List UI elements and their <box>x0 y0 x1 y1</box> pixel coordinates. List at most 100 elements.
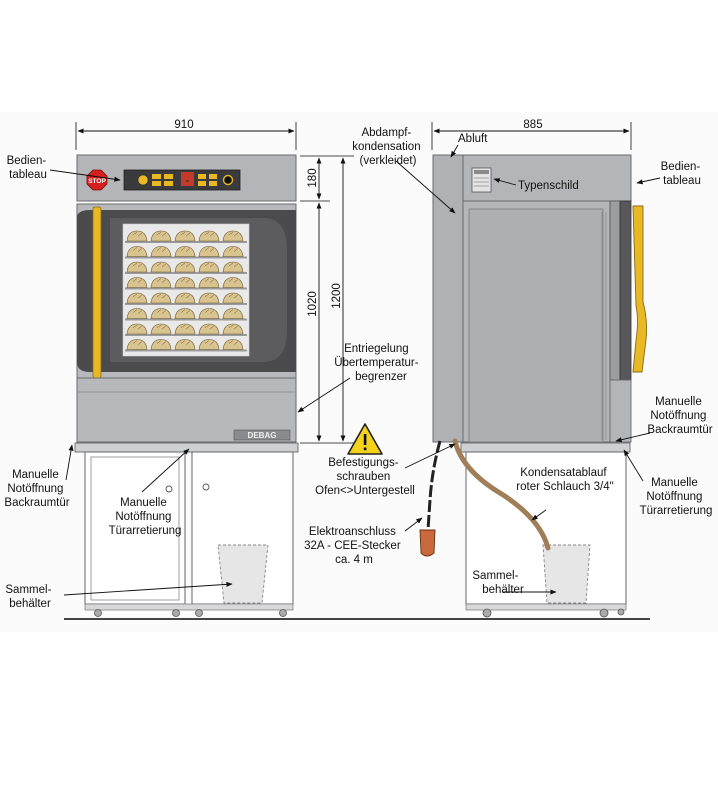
svg-text:STOP: STOP <box>88 178 106 185</box>
front-stand-left-cabinet <box>84 451 186 605</box>
bread-score <box>228 231 239 237</box>
bread-score <box>132 293 143 299</box>
bread-score <box>132 247 143 252</box>
bread-loaf <box>150 230 172 242</box>
bread-loaf <box>222 323 244 335</box>
bread-loaf <box>198 277 220 288</box>
side-view: 885 <box>347 119 648 618</box>
side-door-frame <box>609 200 621 381</box>
bread-loaf <box>150 261 172 273</box>
side-door-handle <box>632 205 648 373</box>
bread-loaf <box>126 261 148 273</box>
bread-loaf <box>198 230 220 242</box>
bread-score <box>156 247 167 252</box>
bread-loaf <box>198 339 220 350</box>
bread-loaf <box>174 277 196 288</box>
bread-score <box>204 231 215 237</box>
panel-display-readout: 88 <box>186 179 190 183</box>
stop-sign-icon: STOP <box>86 169 108 191</box>
baking-tray <box>125 303 247 305</box>
label-notoeffnung-backraum-left: Manuelle Notöffnung Backraumtür <box>4 469 69 509</box>
bread-score <box>180 309 191 314</box>
dim-1020: 1020 <box>307 291 319 317</box>
dimension-front-width: 910 <box>75 119 297 150</box>
dim-910: 910 <box>174 119 193 131</box>
bread-score <box>180 293 191 299</box>
dimension-side-depth: 885 <box>431 119 632 150</box>
bread-loaf <box>126 308 148 319</box>
bread-score <box>228 262 239 268</box>
bread-score <box>180 262 191 268</box>
debag-logo: DEBAG <box>233 429 291 441</box>
dim-180: 180 <box>307 168 319 187</box>
side-rear-cover <box>432 154 464 443</box>
bread-score <box>228 278 239 283</box>
bread-score <box>204 340 215 345</box>
bread-score <box>156 293 167 299</box>
front-stand-top <box>74 442 299 453</box>
front-collection-container <box>217 544 269 604</box>
dim-1200: 1200 <box>331 283 343 309</box>
bread-loaf <box>150 339 172 350</box>
label-abluft: Abluft <box>458 133 488 145</box>
baking-tray <box>125 349 247 352</box>
bread-loaf <box>126 277 148 288</box>
bread-score <box>204 278 215 283</box>
bread-score <box>132 309 143 314</box>
label-typenschild: Typenschild <box>518 180 579 192</box>
bread-score <box>180 324 191 330</box>
baking-tray <box>125 272 247 274</box>
bread-score <box>132 231 143 237</box>
label-bedientableau-right: Bedien- tableau <box>661 161 704 187</box>
bread-score <box>204 293 215 299</box>
bread-loaf <box>222 308 244 319</box>
bread-score <box>204 324 215 330</box>
bread-score <box>156 324 167 330</box>
svg-text:DEBAG: DEBAG <box>248 431 277 440</box>
bread-score <box>204 262 215 268</box>
bread-loaf <box>198 323 220 335</box>
baking-tray <box>125 256 247 259</box>
baking-tray <box>125 241 247 243</box>
dim-885: 885 <box>523 119 542 131</box>
bread-score <box>132 278 143 283</box>
condensate-hose <box>452 438 551 551</box>
bread-loaf <box>174 261 196 273</box>
bread-score <box>156 262 167 268</box>
type-plate <box>471 167 492 193</box>
bread-loaf <box>222 339 244 350</box>
bread-score <box>132 324 143 330</box>
side-lower-panel <box>609 379 632 443</box>
label-notoeffnung-tuer-right: Manuelle Notöffnung Türarretierung <box>640 477 713 517</box>
bread-loaf <box>174 246 196 257</box>
leader-lines <box>49 144 661 596</box>
bread-loaf <box>150 246 172 257</box>
oven-chamber <box>122 223 250 357</box>
bread-score <box>132 262 143 268</box>
label-elektro: Elektroanschluss 32A - CEE-Stecker ca. 4… <box>304 526 404 566</box>
bread-score <box>180 231 191 237</box>
bread-loaf <box>174 292 196 304</box>
callout-labels: Bedien- tableau Bedien- tableau Abdampf-… <box>4 127 712 610</box>
bread-loaf <box>126 246 148 257</box>
bread-score <box>204 247 215 252</box>
bread-score <box>132 340 143 345</box>
bread-loaf <box>198 246 220 257</box>
bread-loaf <box>150 292 172 304</box>
baking-tray <box>125 334 247 336</box>
power-cable <box>426 440 442 531</box>
bread-score <box>228 309 239 314</box>
warning-triangle-icon <box>347 423 383 455</box>
bread-score <box>180 278 191 283</box>
bread-loaf <box>174 230 196 242</box>
bread-score <box>156 309 167 314</box>
label-notoeffnung-backraum-right: Manuelle Notöffnung Backraumtür <box>647 396 712 436</box>
bread-score <box>204 309 215 314</box>
bread-loaf <box>150 277 172 288</box>
front-view: 910 88 STOP <box>74 119 299 617</box>
bread-loaf <box>222 246 244 257</box>
label-befestigung: Befestigungs- schrauben Ofen<>Untergeste… <box>315 457 415 497</box>
bread-loaf <box>198 292 220 304</box>
bread-score <box>156 278 167 283</box>
label-sammelbehaelter-left: Sammel- behälter <box>5 584 54 610</box>
